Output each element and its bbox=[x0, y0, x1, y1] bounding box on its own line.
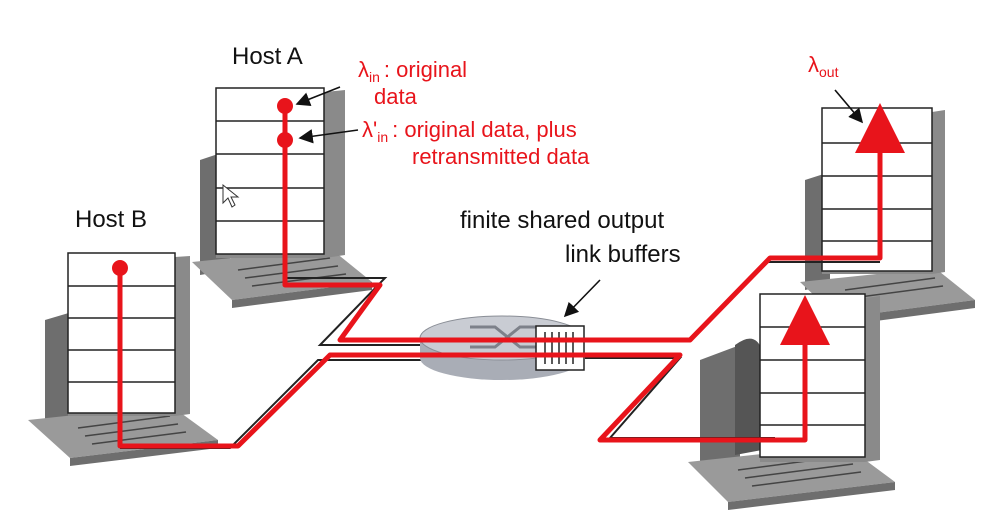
lambda-in-arrow bbox=[295, 86, 341, 106]
protocol-stack-a bbox=[215, 87, 325, 255]
protocol-stack-d bbox=[759, 293, 866, 458]
host-a bbox=[192, 87, 372, 308]
flow-to-host-c bbox=[560, 103, 905, 343]
lambda-in-prime-symbol: λ' bbox=[362, 117, 377, 142]
svg-text:λin: original: λin: original bbox=[358, 57, 467, 85]
annotation-arrows bbox=[295, 86, 864, 318]
flow-source-dot-b bbox=[112, 260, 128, 276]
host-b-label: Host B bbox=[75, 206, 147, 233]
buffer-label-arrow bbox=[563, 279, 601, 318]
mouse-cursor-icon bbox=[222, 183, 240, 208]
lambda-in-symbol: λ bbox=[358, 57, 369, 82]
lambda-in-desc-line2: data bbox=[374, 84, 418, 109]
lambda-in-prime-label: λ'in: original data, plus retransmitted … bbox=[362, 117, 590, 169]
flow-source-dot-a1 bbox=[277, 98, 293, 114]
host-a-label: Host A bbox=[232, 43, 303, 70]
lambda-in-prime-desc-line1: : original data, plus bbox=[392, 117, 577, 142]
svg-text:λ'in: original data, plus: λ'in: original data, plus bbox=[362, 117, 577, 145]
link-host-a-router bbox=[285, 277, 430, 346]
lambda-in-subscript: in bbox=[369, 69, 380, 85]
lambda-out-label: λout bbox=[808, 52, 839, 80]
buffer-label-line2: link buffers bbox=[565, 241, 681, 268]
red-flows bbox=[117, 103, 905, 449]
output-link-buffer bbox=[535, 325, 585, 371]
host-d bbox=[688, 293, 895, 510]
lambda-in-prime-subscript: in bbox=[377, 129, 388, 145]
buffer-label-line1: finite shared output bbox=[460, 207, 664, 234]
lambda-in-prime-arrow bbox=[298, 129, 359, 144]
flow-to-host-d bbox=[560, 295, 830, 443]
lambda-in-label: λin: original data bbox=[358, 57, 467, 109]
flow-source-dot-a2 bbox=[277, 132, 293, 148]
host-b bbox=[28, 252, 218, 466]
protocol-stack-c bbox=[821, 107, 933, 272]
host-c bbox=[800, 107, 975, 326]
lambda-in-prime-desc-line2: retransmitted data bbox=[412, 144, 590, 169]
lambda-out-arrow bbox=[834, 89, 864, 124]
router bbox=[419, 315, 585, 380]
lambda-out-subscript: out bbox=[819, 64, 839, 80]
lambda-in-desc-line1: : original bbox=[384, 57, 467, 82]
lambda-out-symbol: λ bbox=[808, 52, 819, 77]
